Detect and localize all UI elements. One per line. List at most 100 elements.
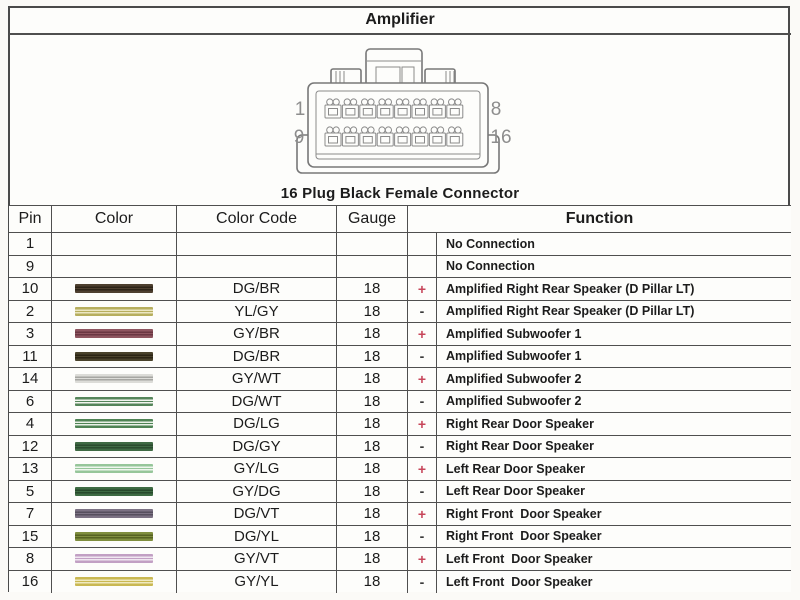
gauge-cell: 18 xyxy=(337,345,408,368)
color-code-cell: GY/VT xyxy=(177,548,337,571)
connector-heading-text: 16 Plug Black Female Connector xyxy=(280,184,520,202)
gauge-cell: 18 xyxy=(337,435,408,458)
pin-cell: 16 xyxy=(9,570,52,593)
header-pin: Pin xyxy=(9,206,52,233)
connector-shell-inner xyxy=(315,90,481,160)
color-code-cell: GY/BR xyxy=(177,323,337,346)
gauge-cell: 18 xyxy=(337,570,408,593)
page-title-text: Amplifier xyxy=(365,11,435,28)
function-cell: Amplified Subwoofer 1 xyxy=(437,323,791,346)
pin9-label: 9 xyxy=(294,127,305,148)
header-color: Color xyxy=(52,206,177,233)
gauge-cell: 18 xyxy=(337,525,408,548)
polarity-cell: - xyxy=(408,480,437,503)
pin-cell: 15 xyxy=(9,525,52,548)
color-cell xyxy=(52,503,177,526)
color-cell xyxy=(52,390,177,413)
polarity-cell: - xyxy=(408,390,437,413)
color-code-cell: YL/GY xyxy=(177,300,337,323)
gauge-cell: 18 xyxy=(337,323,408,346)
color-cell xyxy=(52,435,177,458)
pin-cell: 14 xyxy=(9,368,52,391)
color-code-cell: DG/YL xyxy=(177,525,337,548)
gauge-cell: 18 xyxy=(337,368,408,391)
function-cell: Right Rear Door Speaker xyxy=(437,413,791,436)
gauge-cell: 18 xyxy=(337,413,408,436)
function-cell: Right Front Door Speaker xyxy=(437,503,791,526)
function-cell: Left Rear Door Speaker xyxy=(437,458,791,481)
gauge-cell xyxy=(337,233,408,256)
pin-cell: 4 xyxy=(9,413,52,436)
polarity-cell: - xyxy=(408,435,437,458)
connector-heading: 16 Plug Black Female Connector xyxy=(9,181,791,205)
function-cell: Right Front Door Speaker xyxy=(437,526,791,548)
pin-cell: 5 xyxy=(9,480,52,503)
color-code-cell: DG/BR xyxy=(177,278,337,301)
header-gauge: Gauge xyxy=(337,206,408,233)
color-code-cell: DG/VT xyxy=(177,503,337,526)
gauge-cell: 18 xyxy=(337,503,408,526)
polarity-cell: + xyxy=(408,548,437,571)
function-cell: Left Front Door Speaker xyxy=(437,548,791,571)
color-cell xyxy=(52,345,177,368)
wire-swatch xyxy=(75,554,153,564)
color-cell xyxy=(52,233,177,256)
connector-terminals xyxy=(324,98,464,147)
page-title: Amplifier xyxy=(9,7,791,35)
pin-cell: 10 xyxy=(9,278,52,301)
color-code-cell: DG/WT xyxy=(177,390,337,413)
polarity-cell: + xyxy=(408,503,437,526)
gauge-cell: 18 xyxy=(337,300,408,323)
polarity-cell: + xyxy=(408,458,437,481)
function-cell: Amplified Right Rear Speaker (D Pillar L… xyxy=(437,301,791,323)
connector-diagram: 1 8 9 16 xyxy=(283,37,517,183)
pin-cell: 7 xyxy=(9,503,52,526)
polarity-cell: - xyxy=(408,525,437,548)
pin-cell: 2 xyxy=(9,300,52,323)
pin-cell: 13 xyxy=(9,458,52,481)
color-code-cell xyxy=(177,233,337,256)
color-cell xyxy=(52,458,177,481)
wire-swatch xyxy=(75,284,153,294)
wire-swatch xyxy=(75,464,153,474)
pin-cell: 6 xyxy=(9,390,52,413)
color-code-cell: GY/WT xyxy=(177,368,337,391)
color-cell xyxy=(52,413,177,436)
wire-swatch xyxy=(75,577,153,587)
polarity-cell xyxy=(408,255,437,278)
gauge-cell xyxy=(337,255,408,278)
pin-cell: 3 xyxy=(9,323,52,346)
wire-swatch xyxy=(75,509,153,519)
color-cell xyxy=(52,525,177,548)
color-cell xyxy=(52,323,177,346)
polarity-cell: - xyxy=(408,570,437,593)
function-cell: Right Rear Door Speaker xyxy=(437,436,791,458)
gauge-cell: 18 xyxy=(337,480,408,503)
function-cell: Left Front Door Speaker xyxy=(446,574,593,589)
pin8-label: 8 xyxy=(491,99,502,120)
color-code-cell: GY/YL xyxy=(177,570,337,593)
color-cell xyxy=(52,570,177,593)
wire-swatch xyxy=(75,419,153,429)
pinout-table: Pin Color Color Code Gauge Function 1 No… xyxy=(9,205,791,593)
color-code-cell: DG/BR xyxy=(177,345,337,368)
gauge-cell: 18 xyxy=(337,390,408,413)
polarity-cell: + xyxy=(408,323,437,346)
wire-swatch xyxy=(75,441,153,451)
gauge-cell: 18 xyxy=(337,458,408,481)
wire-swatch xyxy=(75,486,153,496)
wire-swatch xyxy=(75,329,153,339)
pin-cell: 11 xyxy=(9,345,52,368)
color-cell xyxy=(52,368,177,391)
wire-swatch xyxy=(75,531,153,541)
polarity-cell: + xyxy=(408,413,437,436)
polarity-cell: - xyxy=(408,300,437,323)
function-cell: Left Rear Door Speaker xyxy=(437,481,791,503)
function-cell: No Connection xyxy=(437,233,791,256)
function-cell: No Connection xyxy=(437,256,791,278)
polarity-cell: - xyxy=(408,345,437,368)
function-cell: Amplified Subwoofer 1 xyxy=(437,346,791,368)
color-code-cell: DG/LG xyxy=(177,413,337,436)
color-cell xyxy=(52,480,177,503)
function-cell: Amplified Subwoofer 2 xyxy=(437,368,791,391)
